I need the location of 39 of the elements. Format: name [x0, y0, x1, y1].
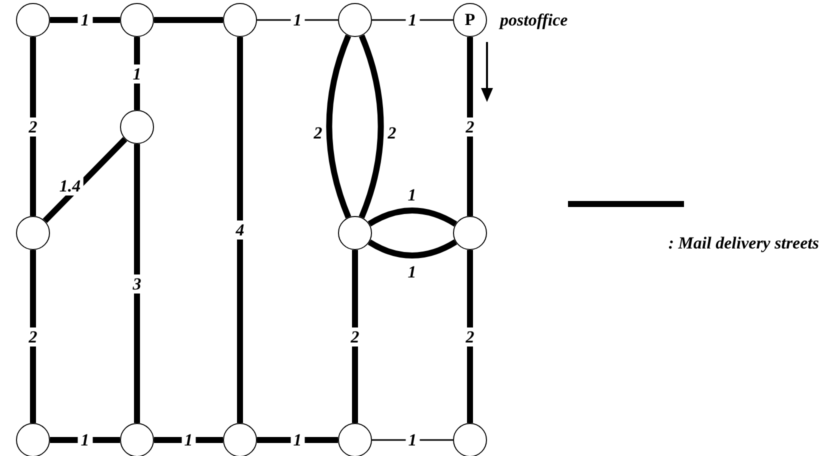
- street-line: [358, 34, 384, 218]
- edge-label: 1: [406, 186, 418, 204]
- street-line: [237, 37, 243, 423]
- street-line: [30, 37, 36, 216]
- node-circle: [16, 3, 50, 37]
- node-circle: [16, 423, 50, 456]
- node-circle: [16, 216, 50, 250]
- legend-text: : Mail delivery streets: [667, 234, 820, 252]
- street-line: [326, 34, 352, 218]
- node-circle: [120, 3, 154, 37]
- street-line: [372, 19, 453, 21]
- street-line: [257, 437, 338, 443]
- street-line: [42, 137, 128, 223]
- street-line: [368, 208, 458, 227]
- edge-label: 2: [386, 124, 398, 142]
- street-line: [30, 250, 36, 423]
- node-circle: [338, 423, 372, 456]
- node-caption: postoffice: [498, 10, 569, 30]
- node-circle: [223, 423, 257, 456]
- street-line: [154, 17, 223, 23]
- labeled-node-circle: P: [453, 3, 487, 37]
- street-line: [50, 437, 120, 443]
- street-line: [154, 437, 223, 443]
- street-line: [372, 439, 453, 441]
- node-circle: [338, 216, 372, 250]
- street-line: [257, 19, 338, 21]
- node-circle: [120, 110, 154, 144]
- node-circle: [453, 423, 487, 456]
- street-line: [134, 144, 140, 423]
- node-circle: [120, 423, 154, 456]
- street-line: [50, 17, 120, 23]
- node-circle: [453, 216, 487, 250]
- node-circle: [338, 3, 372, 37]
- node-circle: [223, 3, 257, 37]
- edge-label: 2: [312, 124, 324, 142]
- edge-label: 1: [406, 262, 418, 282]
- street-line: [352, 250, 358, 423]
- street-line: [368, 239, 458, 258]
- street-line: [467, 250, 473, 423]
